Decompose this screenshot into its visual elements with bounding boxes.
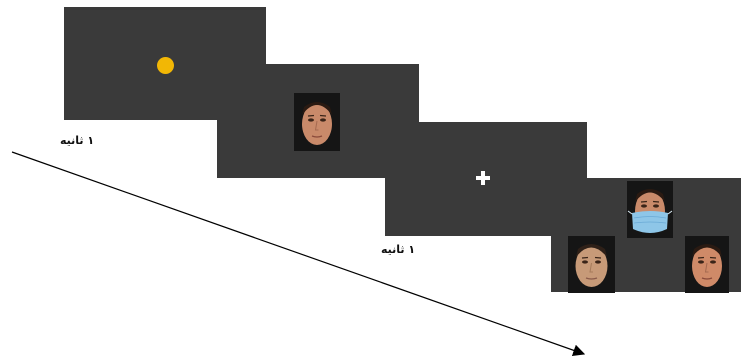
fixation-dot-icon — [157, 57, 174, 74]
duration-label-first: ۱ ثانیه — [60, 134, 95, 147]
fixation-cross-icon — [475, 170, 491, 186]
masked-face-image — [627, 181, 673, 238]
duration-label-second: ۱ ثانیه — [381, 243, 416, 256]
option-face-left-image — [568, 236, 615, 293]
option-face-right-image — [685, 236, 729, 293]
target-face-image — [294, 93, 340, 151]
